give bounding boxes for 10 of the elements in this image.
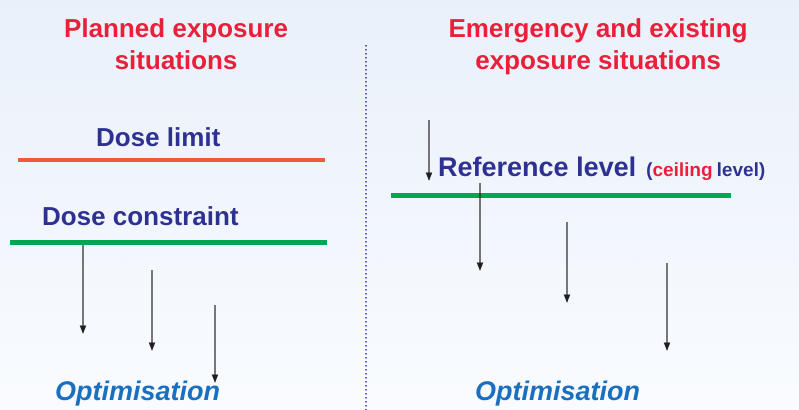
section-title: Planned exposure situations (63, 12, 289, 76)
optimisation-label: Optimisation (475, 375, 640, 408)
note-text: ceiling (652, 160, 713, 182)
threshold-label: Dose constraint (42, 201, 238, 231)
threshold-label: Dose limit (96, 122, 220, 152)
paren-text: ( (646, 160, 652, 182)
optimisation-label: Optimisation (55, 375, 220, 408)
section-title: Emergency and existing exposure situations (447, 12, 749, 76)
note-text: level) (716, 160, 766, 182)
threshold-label: Reference level (438, 152, 636, 183)
